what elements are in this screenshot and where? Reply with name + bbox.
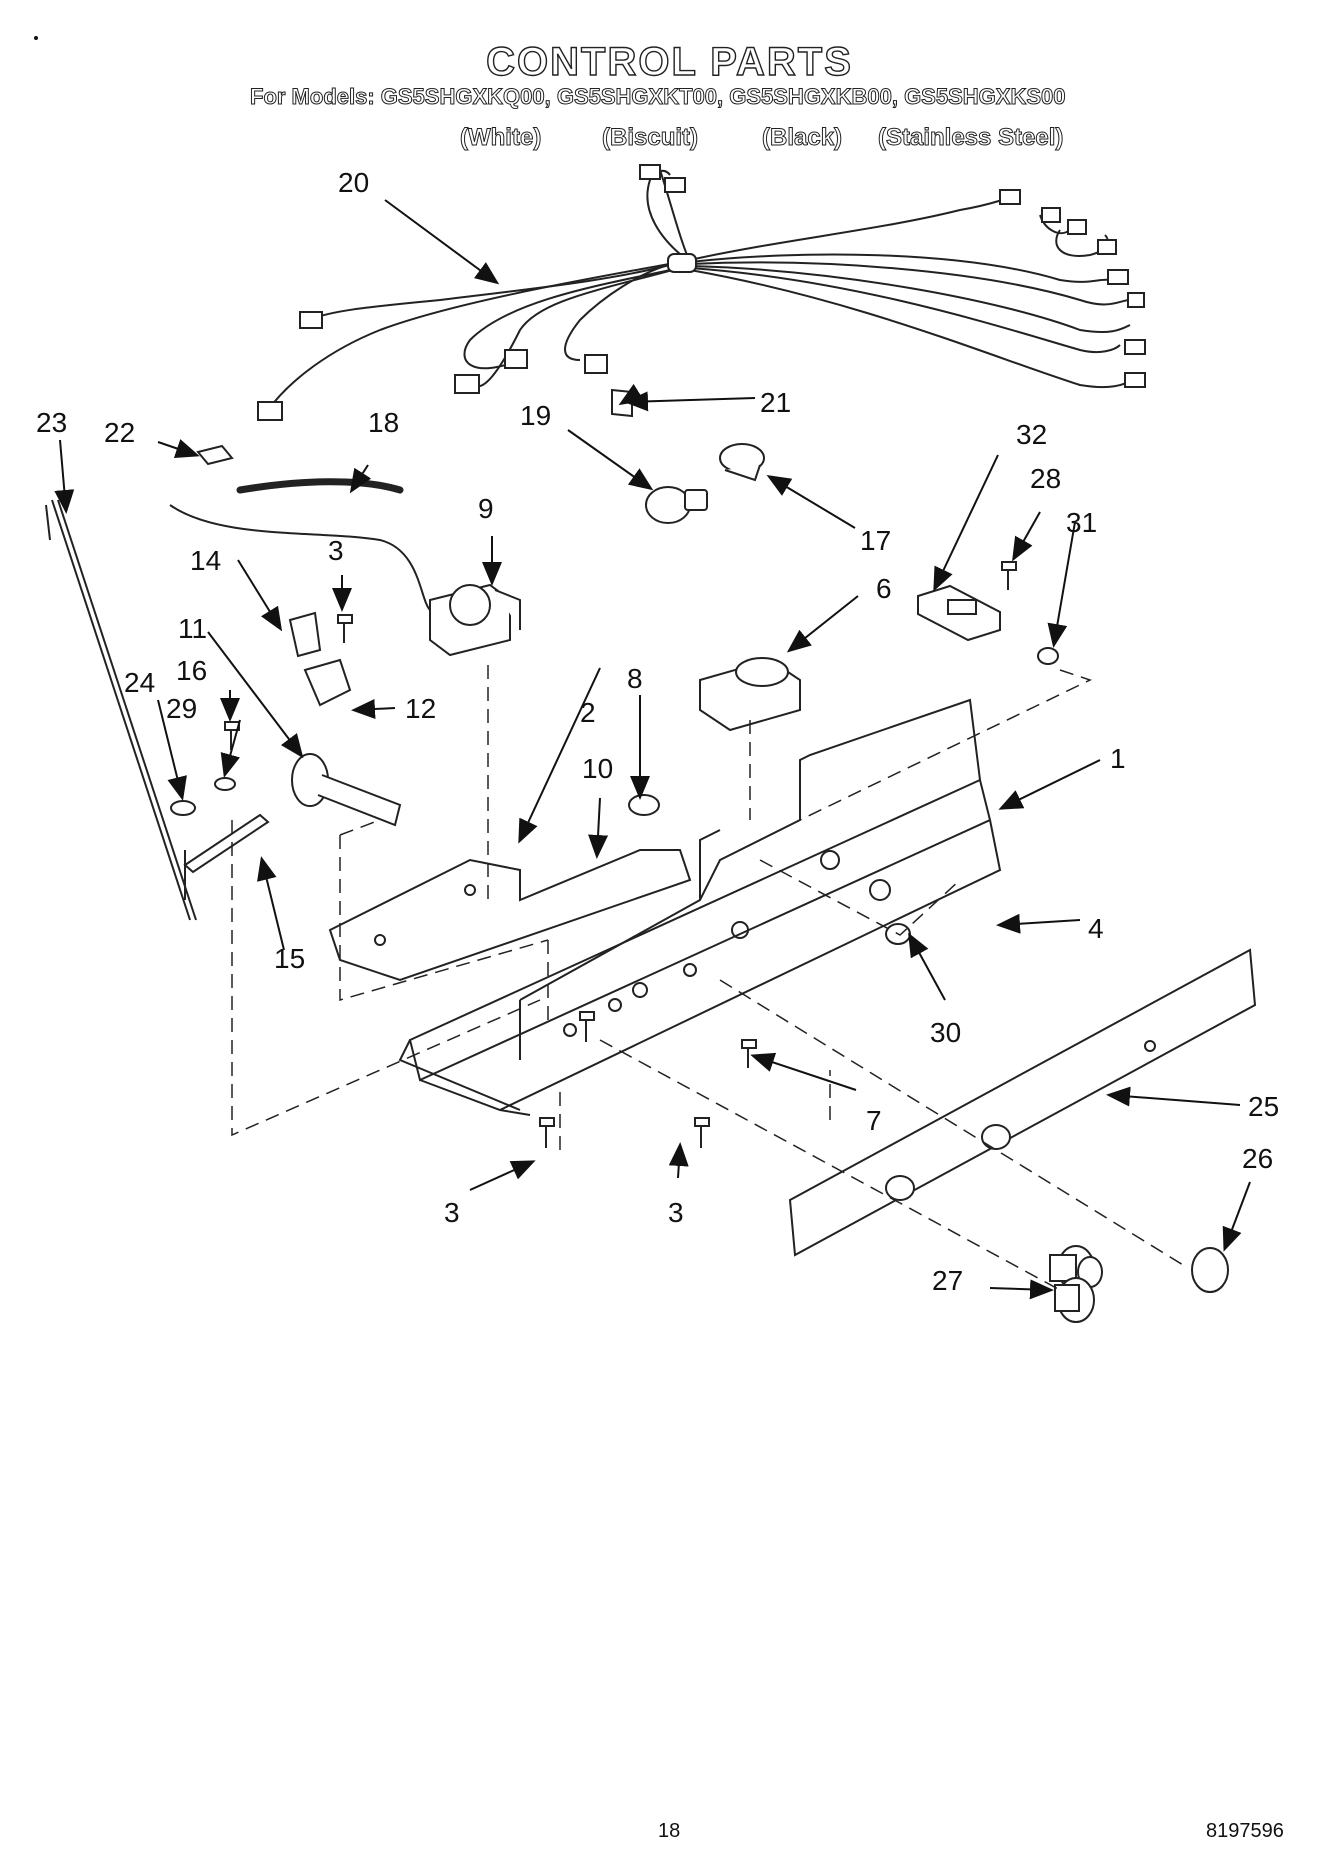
page-title: CONTROL PARTS bbox=[485, 39, 853, 84]
callout-30: 30 bbox=[930, 1017, 961, 1048]
page-number: 18 bbox=[658, 1820, 681, 1842]
callout-29: 29 bbox=[166, 693, 197, 724]
callout-18: 18 bbox=[368, 407, 399, 438]
callout-22: 22 bbox=[104, 417, 135, 448]
callout-27: 27 bbox=[932, 1265, 963, 1296]
rod bbox=[45, 499, 197, 921]
wire-harness bbox=[257, 164, 1146, 421]
leader-arrows bbox=[54, 199, 1251, 1300]
control-panel bbox=[788, 948, 1257, 1257]
callout-19: 19 bbox=[520, 400, 551, 431]
control-knob-assembly bbox=[183, 611, 402, 900]
callout-6: 6 bbox=[876, 573, 892, 604]
color-black-label: (Black) bbox=[761, 124, 843, 152]
callout-14: 14 bbox=[190, 545, 221, 576]
callout-4: 4 bbox=[1088, 913, 1104, 944]
knob-27 bbox=[1054, 1277, 1095, 1323]
callout-3-right: 3 bbox=[668, 1197, 684, 1228]
callout-24: 24 bbox=[124, 667, 155, 698]
callout-17: 17 bbox=[860, 525, 891, 556]
callout-32: 32 bbox=[1016, 419, 1047, 450]
bracket bbox=[917, 584, 1001, 642]
document-number: 8197596 bbox=[1206, 1820, 1284, 1842]
screws bbox=[170, 561, 1059, 1148]
callout-7: 7 bbox=[866, 1105, 882, 1136]
mounting-bracket bbox=[328, 849, 692, 982]
callout-15: 15 bbox=[274, 943, 305, 974]
callout-26: 26 bbox=[1242, 1143, 1273, 1174]
control-housing bbox=[398, 698, 1002, 1116]
callout-10: 10 bbox=[582, 753, 613, 784]
tube bbox=[236, 478, 404, 494]
color-biscuit-label: (Biscuit) bbox=[602, 124, 699, 152]
callout-2: 2 bbox=[580, 697, 596, 728]
color-stainless-label: (Stainless Steel) bbox=[877, 124, 1064, 152]
callout-25: 25 bbox=[1248, 1091, 1279, 1122]
callout-3-left: 3 bbox=[444, 1197, 460, 1228]
callout-labels: 1 2 3 3 3 4 6 7 8 9 10 11 12 14 15 16 17… bbox=[36, 167, 1279, 1296]
callout-8: 8 bbox=[627, 663, 643, 694]
thermostat bbox=[429, 583, 521, 657]
clip bbox=[196, 444, 234, 466]
callout-12: 12 bbox=[405, 693, 436, 724]
callout-20: 20 bbox=[338, 167, 369, 198]
callout-9: 9 bbox=[478, 493, 494, 524]
callout-28: 28 bbox=[1030, 463, 1061, 494]
callout-1: 1 bbox=[1110, 743, 1126, 774]
color-white-label: (White) bbox=[459, 124, 542, 152]
defrost-timer bbox=[699, 657, 801, 732]
assembly-guide-lines bbox=[231, 665, 1189, 1291]
callout-21: 21 bbox=[760, 387, 791, 418]
light-socket bbox=[719, 443, 765, 482]
models-line: For Models: GS5SHGXKQ00, GS5SHGXKT00, GS… bbox=[249, 84, 1066, 110]
callout-11: 11 bbox=[178, 613, 207, 644]
light-bulb bbox=[645, 486, 708, 524]
callout-3-top: 3 bbox=[328, 535, 344, 566]
callout-16: 16 bbox=[176, 655, 207, 686]
callout-31: 31 bbox=[1066, 507, 1097, 538]
stray-mark bbox=[34, 36, 38, 40]
callout-23: 23 bbox=[36, 407, 67, 438]
capillary-tube bbox=[169, 504, 431, 611]
